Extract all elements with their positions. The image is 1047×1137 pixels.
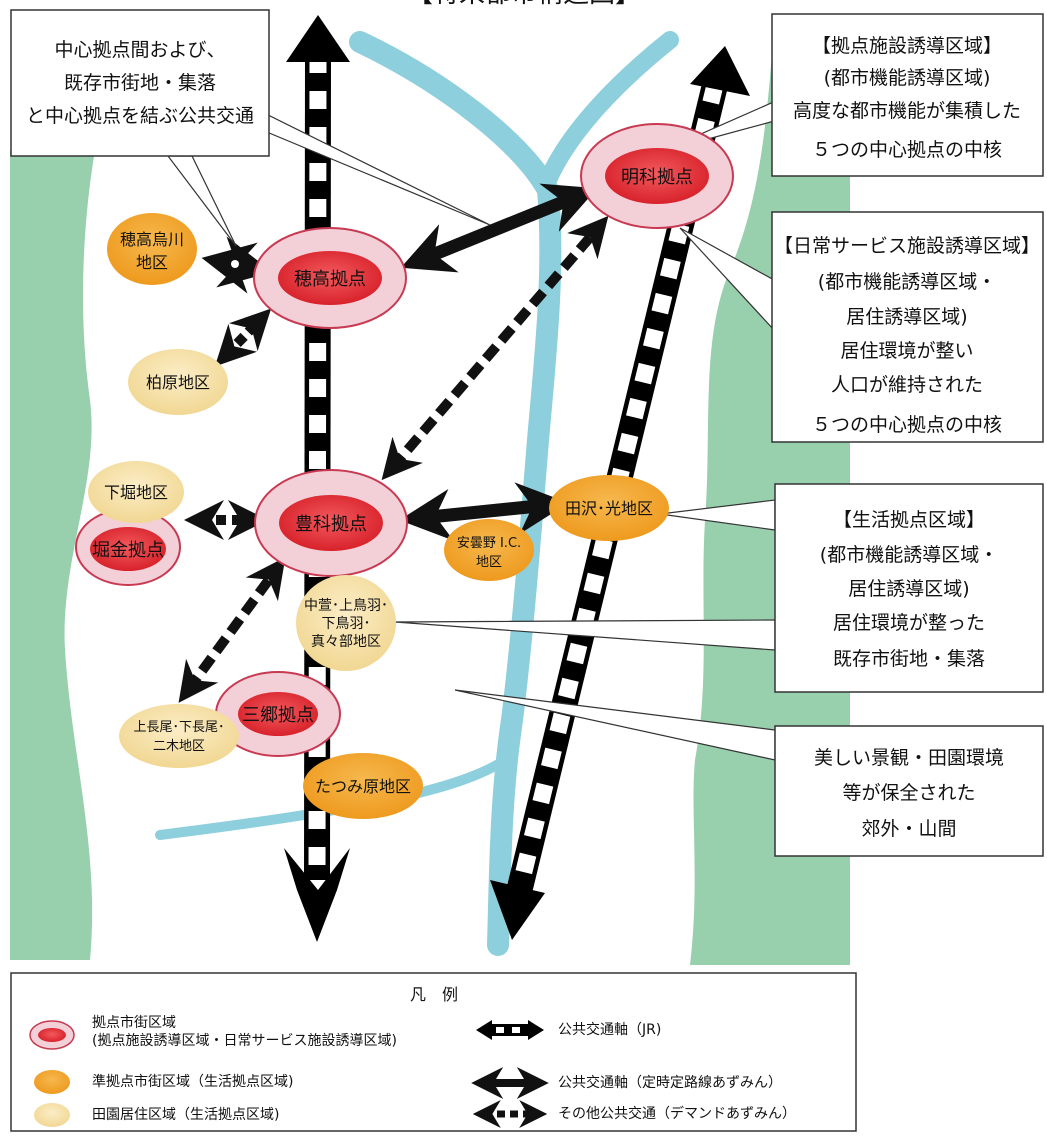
mountain-left — [10, 150, 95, 960]
node-nakagaya-line3: 真々部地区 — [311, 634, 381, 650]
node-shimohori-label: 下堀地区 — [104, 483, 168, 502]
node-tatsumibara-label: たつみ原地区 — [315, 777, 411, 796]
node-misato: 三郷拠点 — [215, 671, 341, 757]
node-kashiwabara: 柏原地区 — [128, 349, 228, 415]
node-tazawa-label: 田沢･光地区 — [565, 499, 653, 518]
node-shimohori: 下堀地区 — [88, 461, 184, 523]
node-nakagaya-line2: 下鳥羽･ — [322, 616, 371, 632]
legend: 凡 例 — [10, 972, 857, 1132]
callout-daily-line2: (都市機能誘導区域・ — [818, 271, 996, 293]
demand-toyoshina-kaminagao — [178, 557, 286, 703]
legend-swatch-sub — [34, 1070, 70, 1094]
node-misato-label: 三郷拠点 — [242, 705, 314, 726]
node-azumino-ic: 安曇野 I.C. 地区 — [444, 519, 534, 581]
node-kaminagao-line1: 上長尾･下長尾･ — [133, 720, 224, 735]
callout-life-line1: 【生活拠点区域】 — [833, 509, 985, 531]
callout-life-line5: 既存市街地・集落 — [833, 648, 985, 670]
callout-transit: 中心拠点間および、 既存市街地・集落 と中心拠点を結ぶ公共交通 — [10, 9, 270, 157]
legend-swatch-jr — [476, 1020, 544, 1040]
callout-core: 【拠点施設誘導区域】 (都市機能誘導区域) 高度な都市機能が集積した ５つの中心… — [771, 13, 1044, 177]
page-title: 【将来都市構造図】 — [407, 0, 641, 9]
callout-daily: 【日常サービス施設誘導区域】 (都市機能誘導区域・ 居住誘導区域) 居住環境が整… — [771, 211, 1044, 443]
node-kaminagao: 上長尾･下長尾･ 二木地区 — [119, 704, 239, 768]
callout-scenery: 美しい景観・田園環境 等が保全された 郊外・山間 — [774, 725, 1044, 857]
legend-label-demand: その他公共交通（デマンドあずみん） — [558, 1106, 796, 1122]
node-azumino-ic-line1: 安曇野 I.C. — [457, 536, 521, 551]
demand-toyoshina-meika — [381, 215, 609, 481]
callout-scenery-line1: 美しい景観・田園環境 — [814, 747, 1004, 769]
callout-transit-line2: 既存市街地・集落 — [64, 72, 216, 94]
legend-label-rural: 田園居住区域（生活拠点区域) — [92, 1107, 280, 1123]
node-toyoshina-label: 豊科拠点 — [295, 514, 367, 535]
node-meika: 明科拠点 — [580, 123, 734, 229]
node-nakagaya: 中萱･上鳥羽･ 下鳥羽･ 真々部地区 — [296, 575, 396, 671]
callout-daily-line6: ５つの中心拠点の中核 — [812, 414, 1002, 436]
callout-transit-line3: と中心拠点を結ぶ公共交通 — [26, 105, 254, 127]
callout-core-line4: ５つの中心拠点の中核 — [812, 139, 1002, 161]
node-hotaka-karasugawa-line1: 穂高烏川 — [120, 230, 184, 249]
callout-daily-line4: 居住環境が整い — [840, 340, 973, 362]
node-nakagaya-line1: 中萱･上鳥羽･ — [304, 598, 388, 614]
callout-scenery-line2: 等が保全された — [842, 782, 975, 804]
node-hotaka-karasugawa: 穂高烏川 地区 — [107, 213, 197, 285]
legend-label-jr: 公共交通軸（JR) — [558, 1022, 662, 1038]
callout-core-line1: 【拠点施設誘導区域】 — [812, 35, 1002, 57]
legend-title: 凡 例 — [410, 985, 458, 1004]
callout-life: 【生活拠点区域】 (都市機能誘導区域・ 居住誘導区域) 居住環境が整った 既存市… — [774, 483, 1044, 693]
callout-daily-line3: 居住誘導区域) — [846, 306, 967, 328]
callout-daily-line1: 【日常サービス施設誘導区域】 — [774, 235, 1040, 257]
river-branch-right — [539, 31, 679, 189]
demand-hotaka-kashiwabara — [214, 308, 272, 367]
legend-label-sub: 準拠点市街区域（生活拠点区域) — [92, 1074, 294, 1090]
node-horigane-label: 堀金拠点 — [92, 540, 164, 561]
legend-swatch-core — [29, 1020, 75, 1050]
node-hotaka: 穂高拠点 — [253, 227, 407, 329]
node-tazawa: 田沢･光地区 — [549, 475, 669, 541]
node-tatsumibara: たつみ原地区 — [303, 753, 423, 819]
callout-life-line2: (都市機能誘導区域・ — [820, 544, 998, 566]
node-meika-label: 明科拠点 — [621, 167, 693, 188]
legend-swatch-rural — [34, 1103, 70, 1127]
bus-toyoshina-tazawa — [399, 482, 569, 541]
node-toyoshina: 豊科拠点 — [254, 469, 408, 577]
callout-core-line3: 高度な都市機能が集積した — [793, 100, 1021, 122]
callout-daily-line5: 人口が維持された — [831, 374, 983, 396]
legend-label-bus: 公共交通軸（定時定路線あずみん） — [558, 1075, 782, 1091]
node-hotaka-karasugawa-line2: 地区 — [136, 253, 168, 272]
legend-label-core-sub: (拠点施設誘導区域・日常サービス施設誘導区域) — [92, 1033, 397, 1049]
callout-life-line4: 居住環境が整った — [833, 612, 985, 634]
callout-life-line3: 居住誘導区域) — [848, 578, 969, 600]
callout-core-line2: (都市機能誘導区域) — [824, 67, 991, 89]
node-kashiwabara-label: 柏原地区 — [146, 373, 210, 392]
node-azumino-ic-line2: 地区 — [476, 555, 502, 570]
callout-scenery-line3: 郊外・山間 — [861, 818, 956, 840]
node-kaminagao-line2: 二木地区 — [153, 739, 205, 754]
callout-transit-line1: 中心拠点間および、 — [54, 39, 225, 61]
legend-label-core: 拠点市街区域 — [92, 1015, 176, 1031]
node-hotaka-label: 穂高拠点 — [294, 269, 366, 290]
